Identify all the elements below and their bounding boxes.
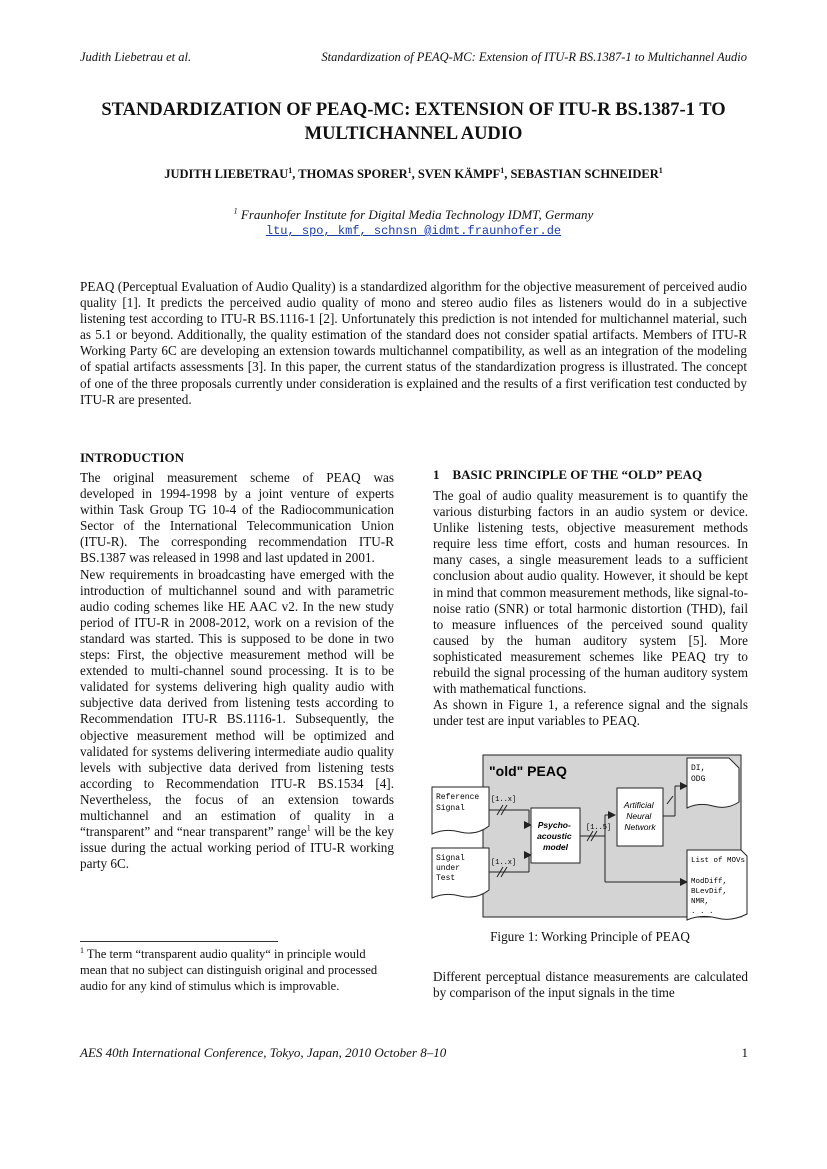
footnote: 1 The term “transparent audio quality“ i… (80, 946, 394, 994)
psychoacoustic-model-label: Psycho- acoustic model (537, 820, 574, 852)
movs-output-label: List of MOVs ModDiff, BLevDif, NMR, . . … (691, 857, 749, 916)
footnote-rule (80, 941, 278, 942)
paper-title-line-1: STANDARDIZATION OF PEAQ-MC: EXTENSION OF… (101, 100, 726, 120)
bus-label-test: [1..x] (491, 859, 516, 867)
author-2-affil-mark: 1 (407, 165, 412, 175)
author-3-affil-mark: 1 (500, 165, 505, 175)
movs-output-doc (686, 849, 748, 921)
author-4: , SEBASTIAN SCHNEIDER (504, 167, 659, 181)
author-1: JUDITH LIEBETRAU (164, 167, 289, 181)
intro-body: The original measurement scheme of PEAQ … (80, 470, 394, 872)
intro-paragraph-2-text: New requirements in broadcasting have em… (80, 566, 394, 840)
section-1-paragraph-2: As shown in Figure 1, a reference signal… (433, 697, 748, 729)
footnote-mark: 1 (80, 945, 84, 955)
author-2: , THOMAS SPORER (292, 167, 408, 181)
author-list: JUDITH LIEBETRAU1, THOMAS SPORER1, SVEN … (60, 165, 767, 182)
odg-output-doc (686, 757, 740, 809)
section-1-body: The goal of audio quality measurement is… (433, 488, 748, 729)
neural-network-label: Artificial Neural Network (623, 800, 656, 832)
reference-signal-doc (431, 786, 490, 835)
abstract: PEAQ (Perceptual Evaluation of Audio Qua… (80, 279, 747, 407)
email-link[interactable]: ltu, spo, kmf, schnsn @idmt.fraunhofer.d… (265, 224, 562, 238)
signal-under-test-doc (431, 847, 490, 899)
section-1-paragraph-3: Different perceptual distance measuremen… (433, 969, 748, 1001)
footnote-ref: 1 (306, 823, 311, 833)
bus-label-movs: [1..5] (586, 824, 611, 832)
running-header-authors: Judith Liebetrau et al. (80, 50, 192, 64)
reference-signal-label: Reference Signal (436, 793, 484, 813)
author-4-affil-mark: 1 (658, 165, 663, 175)
paper-title-line-2: MULTICHANNEL AUDIO (304, 124, 523, 144)
intro-paragraph-2-end: will be the key issue during the actual … (80, 824, 394, 872)
author-3: , SVEN KÄMPF (411, 167, 501, 181)
figure-1: "old" PEAQ Reference Signal Signal under… (431, 752, 749, 922)
figure-1-diagram: "old" PEAQ Reference Signal Signal under… (431, 754, 749, 921)
intro-paragraph-2: New requirements in broadcasting have em… (80, 567, 394, 873)
odg-output-label: DI, ODG (691, 764, 710, 784)
psychoacoustic-model-box (530, 807, 581, 864)
peaq-panel-title: "old" PEAQ (489, 763, 567, 779)
section-1-heading: 1 BASIC PRINCIPLE OF THE “OLD” PEAQ (433, 467, 703, 482)
intro-paragraph-1: The original measurement scheme of PEAQ … (80, 470, 394, 566)
footnote-text: The term “transparent audio quality“ in … (80, 947, 378, 993)
neural-network-box (616, 787, 664, 847)
section-1-paragraph-1: The goal of audio quality measurement is… (433, 488, 748, 697)
conference-footer: AES 40th International Conference, Tokyo… (80, 1045, 447, 1060)
bus-label-reference: [1..x] (491, 796, 516, 804)
affiliation-mark: 1 (233, 206, 238, 216)
running-header-title: Standardization of PEAQ-MC: Extension of… (321, 50, 747, 64)
affiliation-text: Fraunhofer Institute for Digital Media T… (237, 207, 594, 222)
author-1-affil-mark: 1 (288, 165, 293, 175)
paper-title: STANDARDIZATION OF PEAQ-MC: EXTENSION OF… (60, 98, 767, 146)
intro-heading: INTRODUCTION (80, 450, 185, 465)
signal-under-test-label: Signal under Test (436, 854, 470, 883)
affiliation: 1 Fraunhofer Institute for Digital Media… (60, 207, 767, 223)
figure-1-caption: Figure 1: Working Principle of PEAQ (490, 929, 690, 944)
page-number: 1 (741, 1045, 749, 1060)
